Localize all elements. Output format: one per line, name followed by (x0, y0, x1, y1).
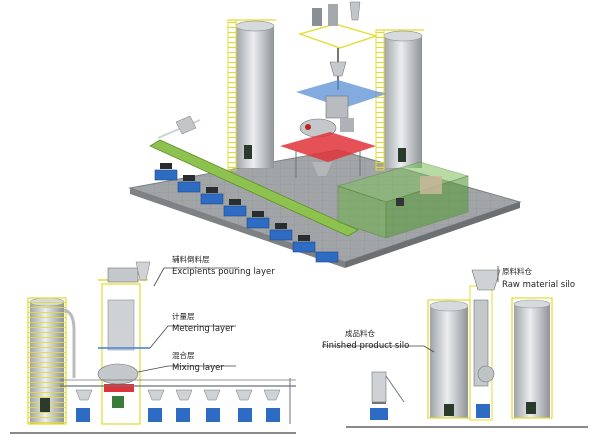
raw-silo-label-en: Raw material silo (502, 280, 576, 290)
blue-metering-platform (296, 80, 386, 108)
mixing-label-en: Mixing layer (172, 363, 224, 373)
metering-leader (149, 325, 236, 349)
central-mixing-tower (280, 1, 386, 178)
finished-silo-label-en: Finished product silo (322, 341, 410, 351)
mixing-label-cn: 混合层 (172, 351, 195, 360)
metering-label-en: Metering layer (172, 324, 234, 334)
raw-silo-label-cn: 原料料仓 (502, 267, 532, 276)
excipients-label-en: Excipients pouring layer (172, 267, 275, 277)
top-plant-overview (128, 1, 522, 268)
right-silo (375, 29, 424, 171)
bottom-left-section (10, 261, 296, 434)
excipients-leader (153, 267, 238, 287)
feeder-row (154, 169, 339, 263)
finished-silo-label-cn: 成品料仓 (345, 329, 375, 338)
bottom-right-section (322, 266, 588, 428)
green-enclosure (336, 161, 470, 239)
mixing-leader (137, 365, 236, 373)
red-mixing-platform (280, 132, 376, 162)
bottom-feeders (75, 389, 281, 422)
left-silo (227, 19, 276, 171)
metering-label-cn: 计量层 (172, 312, 195, 321)
finished-silo-leader (322, 345, 435, 353)
top-yellow-platform (297, 23, 379, 49)
inclined-conveyor (149, 115, 359, 237)
floor-edge (130, 188, 345, 268)
excipients-label-cn: 辅料倒料层 (172, 255, 210, 264)
